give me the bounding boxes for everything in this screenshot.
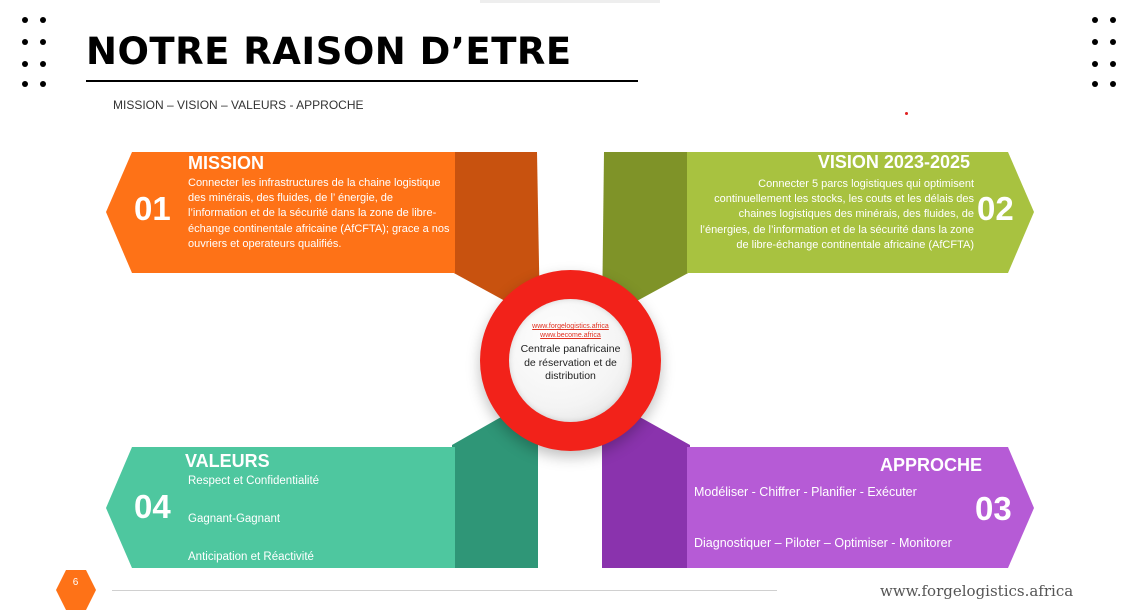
mission-connector xyxy=(452,152,540,320)
slide-subtitle: MISSION – VISION – VALEURS - APPROCHE xyxy=(113,98,364,112)
mission-heading: MISSION xyxy=(188,153,265,173)
vision-panel xyxy=(687,152,1034,273)
footer-rule xyxy=(112,590,777,591)
footer-url[interactable]: www.forgelogistics.africa xyxy=(880,582,1074,600)
become-link[interactable]: www.become.africa xyxy=(540,332,601,339)
forgelogistics-link[interactable]: www.forgelogistics.africa xyxy=(532,323,609,330)
top-bar xyxy=(480,0,660,3)
approach-connector xyxy=(602,396,690,568)
vision-connector xyxy=(602,152,690,320)
dot-grid-left xyxy=(22,17,52,89)
vision-heading: VISION 2023-2025 xyxy=(817,152,970,172)
values-connector xyxy=(452,396,538,568)
page-number: 6 xyxy=(72,577,79,588)
center-text: Centrale panafricaine de réservation et … xyxy=(520,343,621,382)
approach-item-diagnose: Diagnostiquer – Piloter – Optimiser - Mo… xyxy=(694,536,952,550)
value-item-respect: Respect et Confidentialité xyxy=(188,475,320,487)
value-item-anticipation: Anticipation et Réactivité xyxy=(188,551,314,563)
page-number-hexagon xyxy=(56,570,96,610)
dot-grid-right xyxy=(1092,17,1122,89)
red-dot xyxy=(905,112,908,115)
center-circle: www.forgelogistics.africa www.become.afr… xyxy=(480,270,661,451)
mission-text: Connecter les infrastructures de la chai… xyxy=(188,177,450,250)
vision-number: 02 xyxy=(977,190,1014,227)
approach-panel xyxy=(687,447,1034,568)
values-number: 04 xyxy=(134,488,171,525)
slide-title: NOTRE RAISON D’ETRE xyxy=(86,30,572,73)
approach-number: 03 xyxy=(975,490,1012,527)
center-inner-circle: www.forgelogistics.africa www.become.afr… xyxy=(509,299,632,422)
title-underline xyxy=(86,80,638,82)
approach-item-model: Modéliser - Chiffrer - Planifier - Exécu… xyxy=(694,485,917,499)
values-panel xyxy=(106,447,455,568)
value-item-win-win: Gagnant-Gagnant xyxy=(188,513,281,525)
mission-number: 01 xyxy=(134,190,171,227)
values-heading: VALEURS xyxy=(185,451,270,471)
mission-panel xyxy=(106,152,455,273)
approach-heading: APPROCHE xyxy=(879,455,982,475)
vision-text: Connecter 5 parcs logistiques qui optimi… xyxy=(700,178,974,251)
